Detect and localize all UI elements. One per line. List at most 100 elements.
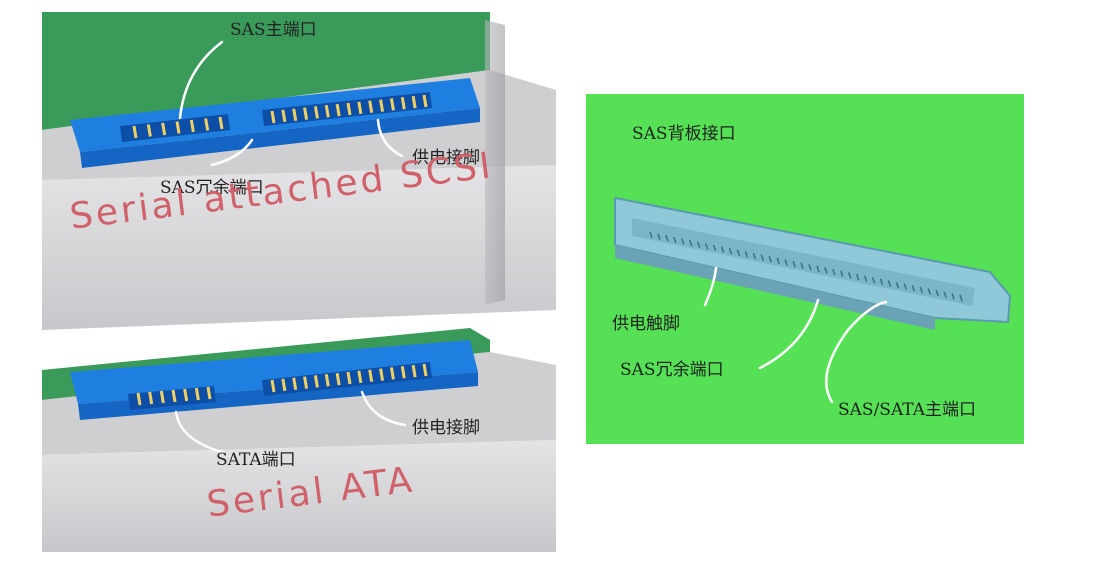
sas-power-pin: [303, 107, 309, 120]
sata-connector-shell: [70, 340, 478, 404]
sas-power-pin: [281, 109, 287, 123]
sas-power-pin: [368, 100, 374, 113]
sas-primary-pin: [218, 116, 224, 130]
backplane-contact: [673, 236, 677, 244]
backplane-contact: [848, 272, 852, 279]
backplane-contact: [665, 234, 669, 242]
backplane-contacts: [649, 231, 963, 302]
backplane-contact: [776, 257, 780, 265]
backplane-contact: [736, 249, 741, 257]
sas-primary-port-label: SAS主端口: [230, 20, 317, 40]
sata-power-pin: [270, 379, 276, 393]
backplane-contact: [816, 265, 820, 273]
sata-data-pin: [148, 391, 154, 405]
backplane-contact: [951, 293, 955, 300]
sas-power-pin: [335, 103, 341, 117]
arrow-sata-power: [360, 390, 407, 427]
sata-data-pin: [159, 390, 165, 404]
backplane-contact: [927, 288, 931, 295]
backplane-contact: [840, 270, 844, 278]
sata-power-pin: [389, 367, 395, 380]
sata-data-pins: [136, 386, 212, 406]
sata-data-pin: [136, 392, 142, 406]
sas-power-slot: [262, 92, 432, 126]
sata-data-pin: [206, 386, 212, 400]
sas-power-pins-label: 供电接脚: [412, 148, 480, 168]
backplane-contact: [712, 244, 717, 252]
backplane-contact: [696, 241, 701, 248]
arrow-sata-port: [174, 410, 224, 454]
backplane-contact: [824, 267, 828, 274]
sata-drive-front-face: [42, 440, 556, 552]
sas-power-pin: [357, 101, 363, 115]
backplane-contact: [681, 238, 685, 245]
sata-power-pin: [400, 366, 406, 379]
backplane-contact: [887, 280, 892, 287]
sas-primary-pin: [175, 121, 181, 134]
sas-primary-pin: [161, 122, 167, 136]
backplane-contact: [943, 291, 947, 299]
backplane-contact: [657, 233, 661, 240]
backplane-contact: [649, 231, 653, 239]
sas-power-pin: [400, 97, 406, 110]
sas-primary-pin: [189, 119, 195, 133]
sata-power-pins-label: 供电接脚: [412, 418, 480, 438]
backplane-contact: [871, 276, 876, 284]
sas-power-pins: [270, 94, 428, 124]
sata-power-pin: [324, 374, 330, 387]
backplane-contact: [855, 273, 860, 281]
sata-power-pin: [313, 375, 319, 388]
backplane-contact: [752, 252, 757, 260]
backplane-title: SAS背板接口: [632, 124, 736, 144]
backplane-contact: [720, 246, 725, 253]
sas-primary-pin: [132, 125, 138, 139]
sata-drive: [42, 328, 556, 552]
backplane-contact: [704, 243, 709, 250]
arrow-sas-primary: [178, 40, 224, 120]
sata-power-pin: [422, 363, 428, 377]
sas-power-pin: [292, 108, 298, 121]
backplane-redundant-port-label: SAS冗余端口: [620, 360, 724, 380]
sas-drive-front-face: [42, 165, 556, 330]
sas-primary-pins: [132, 116, 224, 139]
sata-connector-shell-front: [78, 372, 478, 420]
backplane-contact: [895, 281, 900, 289]
sas-power-pin: [313, 106, 319, 119]
sata-power-pin: [281, 378, 287, 392]
sas-power-pin: [379, 99, 385, 112]
sata-power-slot: [262, 362, 432, 396]
sas-drive-pcb: [42, 12, 490, 130]
arrow-bp-power: [703, 266, 718, 307]
sata-data-pin: [194, 387, 200, 401]
backplane-contact: [919, 286, 923, 294]
sata-port-label: SATA端口: [216, 450, 296, 470]
sas-power-pin: [411, 95, 417, 109]
sata-power-pin: [335, 372, 341, 386]
sata-power-pin: [411, 364, 417, 378]
sas-power-pin: [346, 102, 352, 116]
backplane-contact: [808, 264, 812, 271]
sas-drive-side-edge: [485, 20, 505, 305]
sata-data-pin: [171, 389, 177, 403]
sata-power-pin: [368, 369, 374, 382]
sata-power-pins: [270, 363, 428, 393]
sas-connector-shell-front: [80, 108, 480, 168]
backplane-contact: [689, 239, 693, 247]
sata-power-pin: [379, 368, 385, 381]
backplane-contact: [863, 275, 868, 282]
backplane-power-contacts-label: 供电触脚: [612, 314, 680, 334]
sas-primary-port-slot: [120, 114, 230, 142]
backplane-contact: [879, 278, 884, 286]
arrow-bp-primary: [825, 300, 888, 404]
sata-power-pin: [303, 376, 309, 389]
sata-power-pin: [357, 370, 363, 384]
sas-power-pin: [270, 110, 276, 124]
sas-power-pin: [422, 94, 428, 108]
backplane-contact: [728, 247, 733, 255]
backplane-contact: [792, 260, 796, 268]
backplane-contact: [760, 254, 764, 261]
sata-power-pin: [346, 371, 352, 385]
arrow-sas-power: [376, 118, 404, 158]
